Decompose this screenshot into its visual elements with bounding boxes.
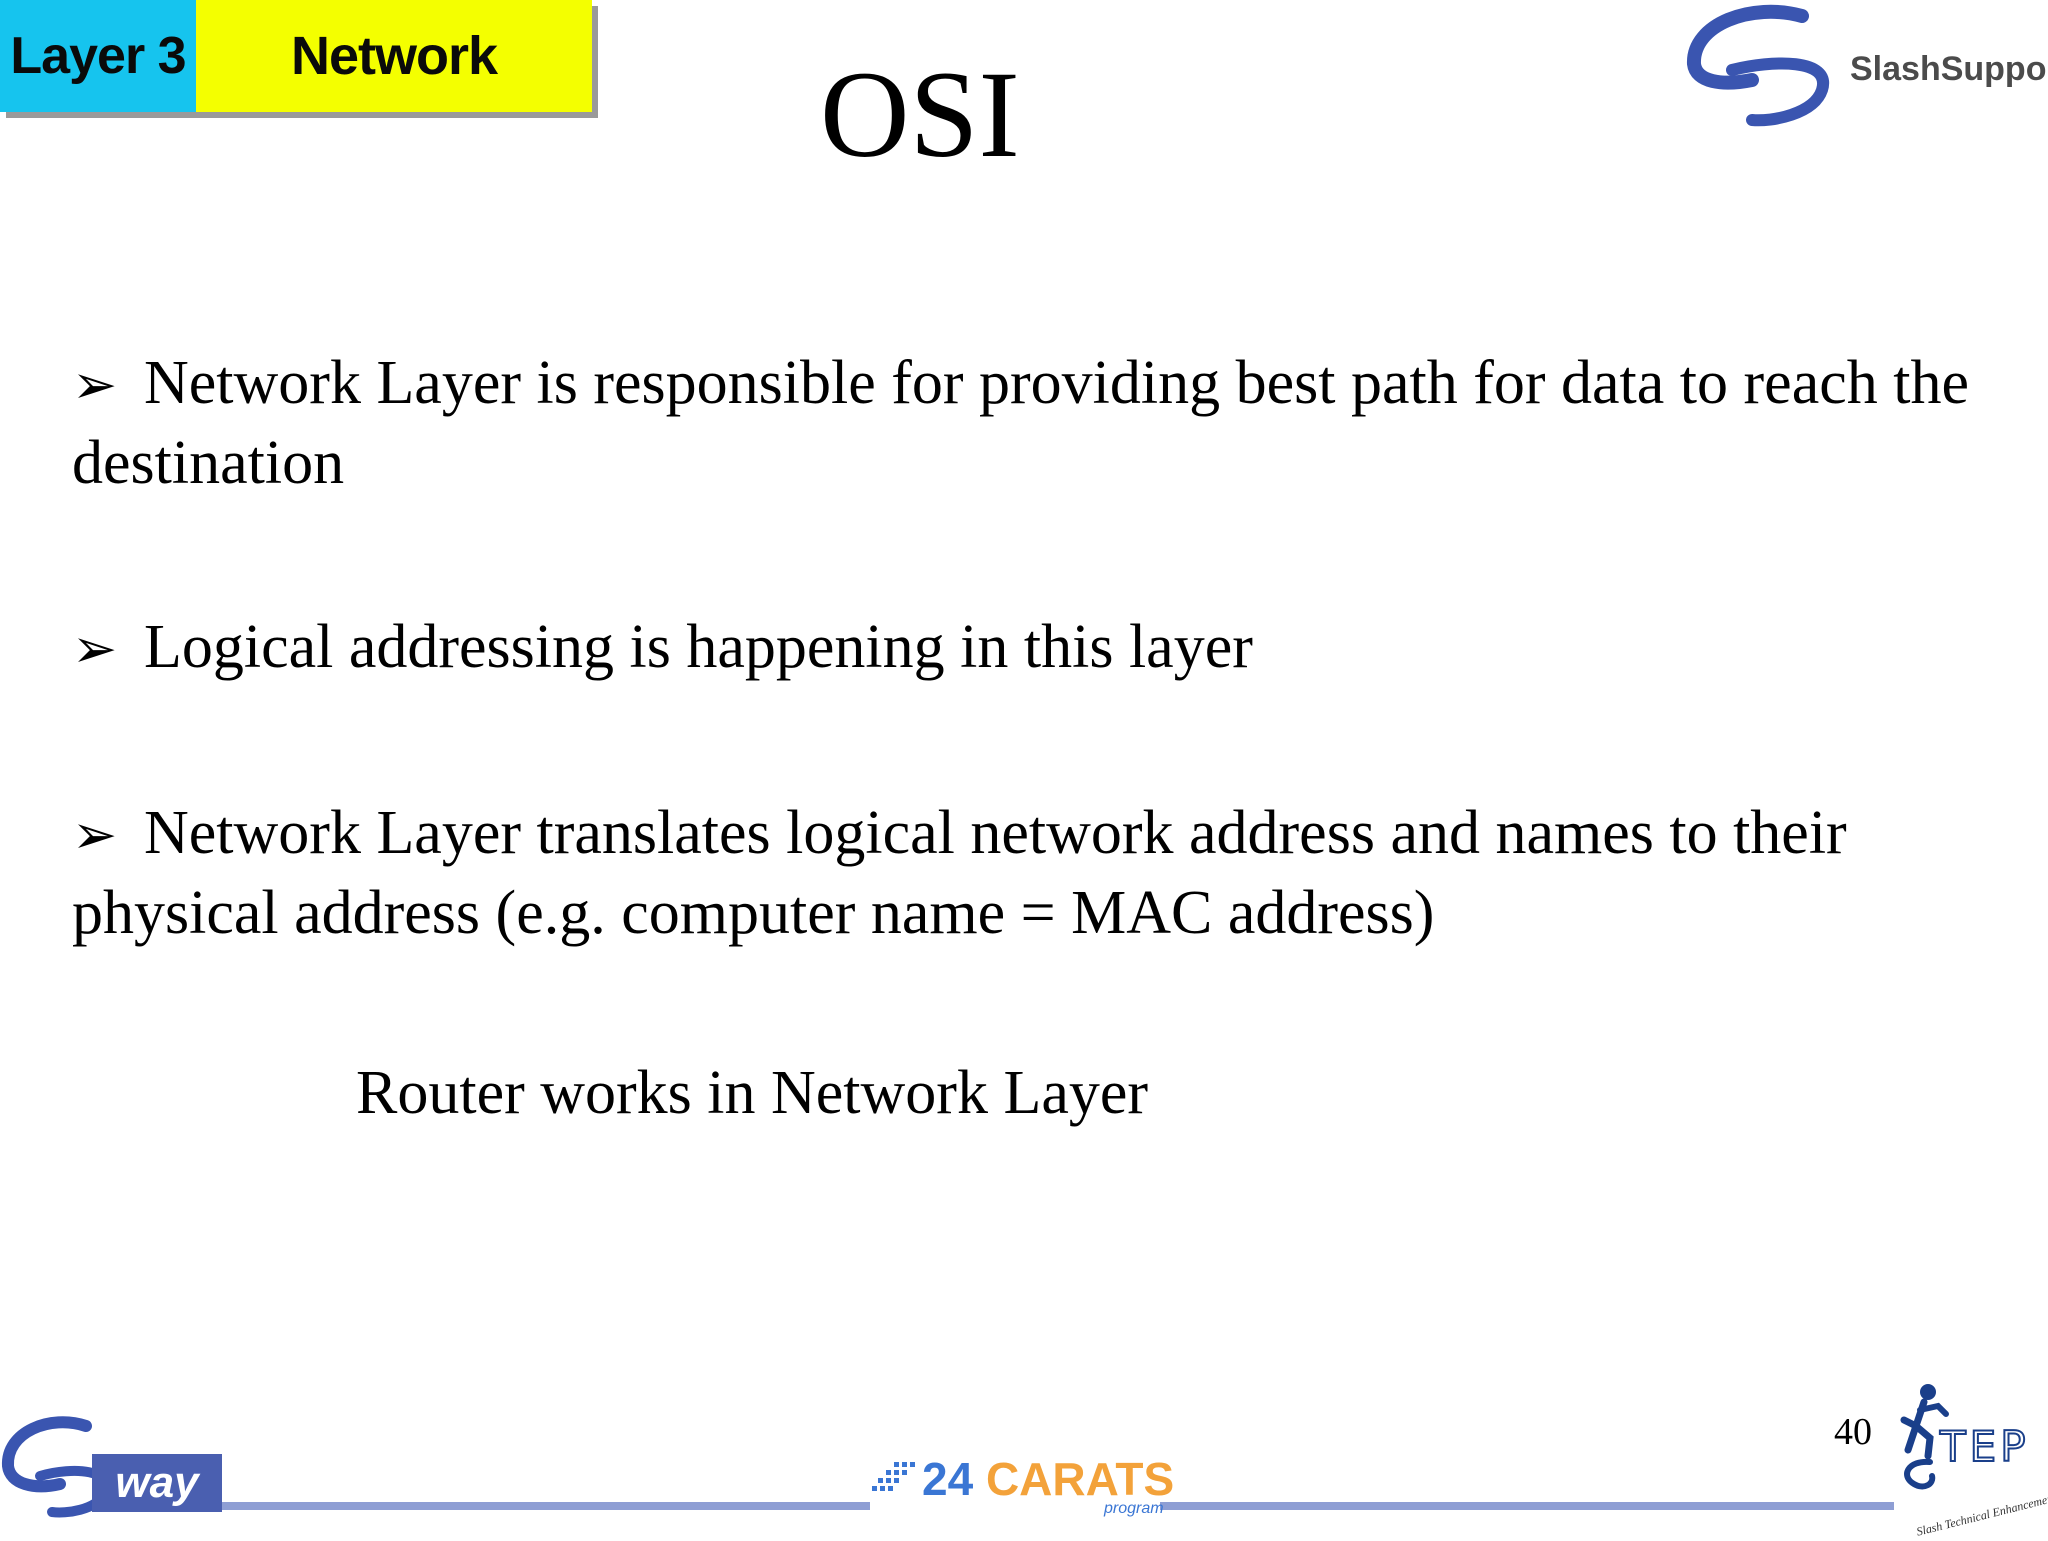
bullet-2: ➢ Logical addressing is happening in this… [72,608,1972,688]
page-number: 40 [1834,1411,1872,1453]
bullet-text: Logical addressing is happening in this … [144,613,1253,681]
sway-text: way [92,1454,222,1512]
slide-title: OSI [820,46,1020,183]
step-logo: TEP Slash Technical Enhancement Program [1894,1380,2048,1539]
sway-logo: way [0,1410,226,1520]
carats-sub: program [1104,1500,1164,1517]
layer-name: Network [196,0,592,112]
carats-logo: 24 CARATS program [872,1452,1174,1522]
step-text: TEP [1939,1421,2030,1472]
slashsupport-logo: SlashSupport [1682,4,2048,134]
bullet-text: Network Layer translates logical network… [72,799,1847,947]
carats-word: CARATS [985,1453,1175,1505]
bullet-text: Network Layer is responsible for providi… [72,349,1969,497]
logo-text: SlashSupport [1850,50,2048,88]
footer-divider-right [1160,1502,1894,1510]
bullet-3: ➢Network Layer translates logical networ… [72,794,1972,952]
step-figure-icon [1900,1384,1949,1490]
footer-divider-left [220,1502,870,1510]
carats-number: 24 [922,1453,974,1505]
bullet-arrow-icon: ➢ [72,353,118,416]
slash-swirl-icon [1687,4,1830,127]
carats-grid-icon [872,1462,915,1491]
carats-text: 24 CARATS [922,1452,1174,1506]
bullet-arrow-icon: ➢ [72,617,118,680]
layer-number: Layer 3 [0,0,196,112]
bullet-1: ➢Network Layer is responsible for provid… [72,344,1972,502]
router-note: Router works in Network Layer [356,1059,1149,1127]
layer-tab: Layer 3 Network [0,0,592,112]
bullet-arrow-icon: ➢ [72,803,118,866]
